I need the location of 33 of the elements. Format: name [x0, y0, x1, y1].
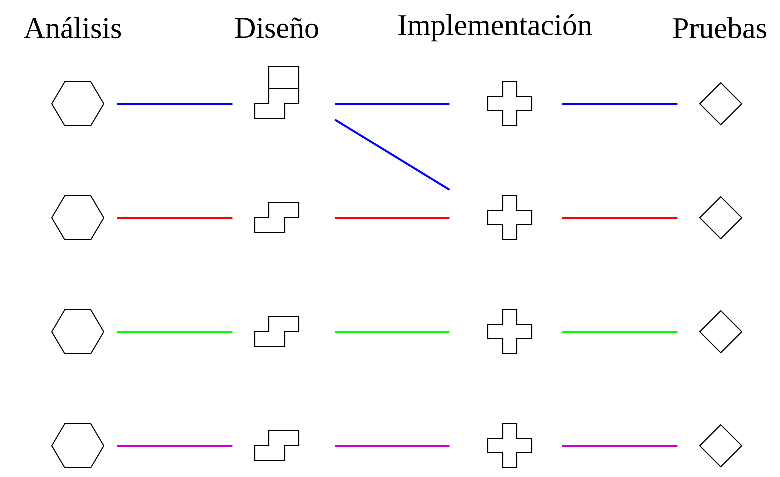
- connector-line: [335, 445, 450, 447]
- connector-line: [117, 103, 233, 105]
- stacked-step-shape: [254, 66, 300, 120]
- diamond-shape: [699, 82, 743, 126]
- column-heading: Análisis: [24, 17, 122, 39]
- cross-shape: [487, 423, 533, 469]
- connector-line: [562, 331, 678, 333]
- connector-line: [335, 217, 450, 219]
- hexagon-shape: [51, 195, 105, 241]
- connector-line: [562, 103, 678, 105]
- connector-line: [335, 103, 450, 105]
- connector-line: [117, 331, 233, 333]
- step-shape: [254, 316, 300, 348]
- cross-shape: [487, 81, 533, 127]
- connector-line: [334, 119, 450, 191]
- hexagon-shape: [51, 81, 105, 127]
- column-heading: Pruebas: [673, 17, 766, 39]
- diamond-shape: [699, 424, 743, 468]
- hexagon-shape: [51, 309, 105, 355]
- diamond-shape: [699, 310, 743, 354]
- cross-shape: [487, 309, 533, 355]
- column-heading: Implementación: [398, 14, 592, 42]
- connector-line: [335, 331, 450, 333]
- cross-shape: [487, 195, 533, 241]
- connector-line: [562, 217, 678, 219]
- connector-line: [117, 217, 233, 219]
- hexagon-shape: [51, 423, 105, 469]
- step-shape: [254, 430, 300, 462]
- column-heading: Diseño: [235, 18, 318, 38]
- connector-line: [562, 445, 678, 447]
- connector-line: [117, 445, 233, 447]
- diamond-shape: [699, 196, 743, 240]
- step-shape: [254, 202, 300, 234]
